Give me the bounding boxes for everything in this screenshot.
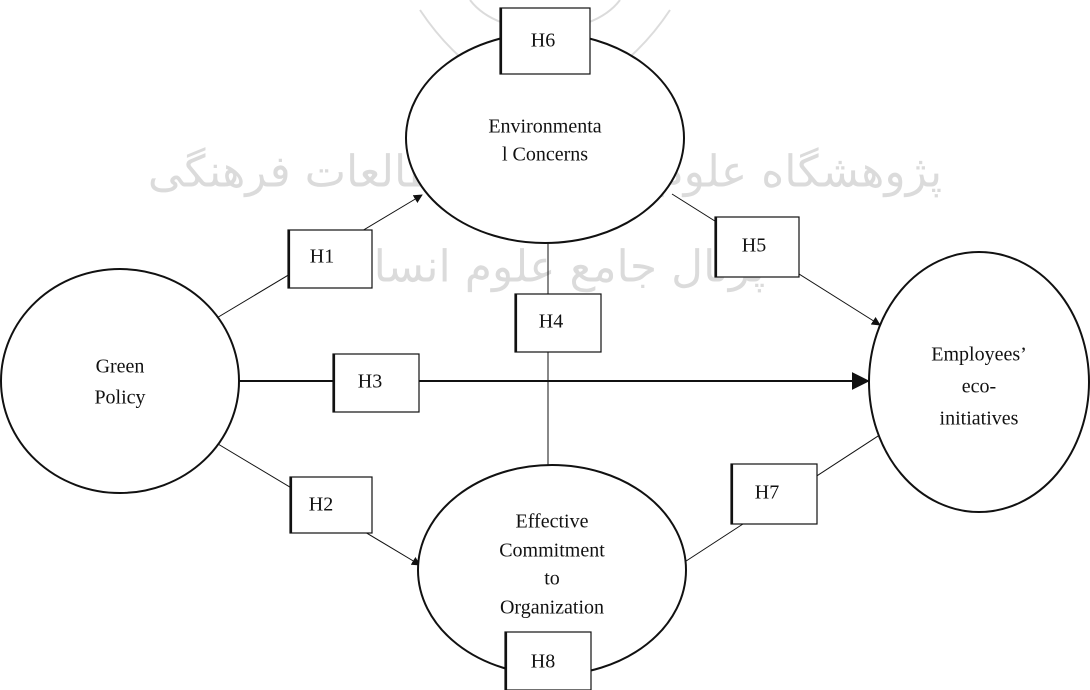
hypothesis-h2: H2 <box>289 476 373 534</box>
h6-box <box>499 7 591 75</box>
h4-box <box>514 293 602 353</box>
hypothesis-h1: H1 <box>287 229 373 289</box>
h1-box <box>287 229 373 289</box>
h5-label: H5 <box>742 235 766 257</box>
employees-eco-initiatives-label-line-3: initiatives <box>940 408 1019 430</box>
green-policy-label-line-2: Policy <box>94 387 145 409</box>
hypothesis-h5: H5 <box>714 216 800 278</box>
hypothesis-h6: H6 <box>499 7 591 75</box>
employees-eco-initiatives-label-line-1: Employees’ <box>931 344 1027 366</box>
effective-commitment-label-line-1: Effective <box>516 511 589 533</box>
hypothesis-h8: H8 <box>504 631 592 690</box>
h2-label: H2 <box>309 494 333 516</box>
green-policy-label-line-1: Green <box>96 356 145 378</box>
h8-box <box>504 631 592 690</box>
h3-label: H3 <box>358 371 382 393</box>
node-green-policy: Green Policy <box>0 268 240 494</box>
h1-label: H1 <box>310 246 334 268</box>
effective-commitment-label-line-4: Organization <box>500 597 604 619</box>
green-policy-ellipse <box>0 268 240 494</box>
h2-box <box>289 476 373 534</box>
environmental-concerns-label-line-1: Environmenta <box>488 116 601 138</box>
effective-commitment-label-line-3: to <box>544 568 560 590</box>
hypothesis-h4: H4 <box>514 293 602 353</box>
employees-eco-initiatives-label-line-2: eco- <box>962 376 996 398</box>
watermark-line-2: پرتال جامع علوم انسانی <box>325 242 766 293</box>
h5-box <box>714 216 800 278</box>
effective-commitment-label-line-2: Commitment <box>499 540 605 562</box>
hypothesis-h7: H7 <box>730 463 818 525</box>
employees-eco-initiatives-ellipse <box>868 251 1090 513</box>
hypothesis-h3: H3 <box>332 353 420 413</box>
h6-label: H6 <box>531 30 555 52</box>
h7-label: H7 <box>755 482 779 504</box>
environmental-concerns-label-line-2: l Concerns <box>502 144 588 166</box>
node-employees-eco-initiatives: Employees’ eco- initiatives <box>868 251 1090 513</box>
h4-label: H4 <box>539 311 563 333</box>
h8-label: H8 <box>531 651 555 673</box>
